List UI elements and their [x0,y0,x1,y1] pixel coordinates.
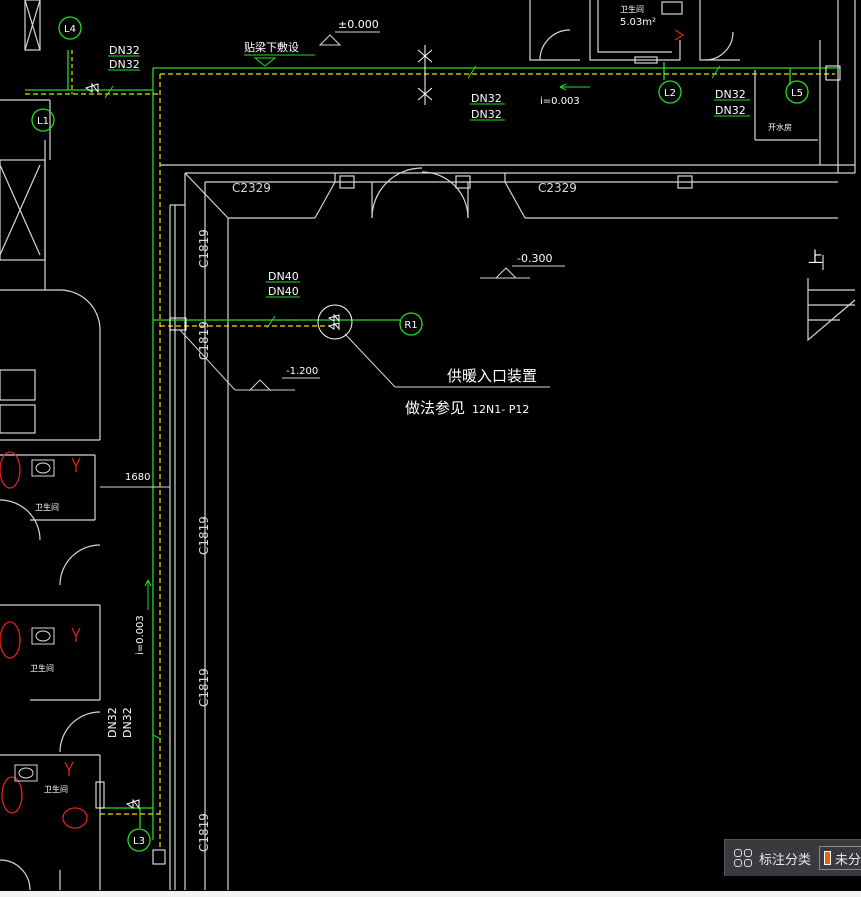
label-window-v1: C1819 [197,229,211,268]
label-dn32-top-a: DN32 [109,44,140,57]
label-dn32-top-b: DN32 [109,58,140,71]
riser-labels: L4 L1 L2 L5 L3 R1 [37,24,803,847]
riser-r1-label: R1 [404,320,417,331]
label-leaders [108,54,750,298]
label-dn32-left-a: DN32 [106,707,119,738]
drawing-labels: DN32 DN32 贴梁下敷设 ±0.000 DN32 DN32 i=0.003… [30,4,823,852]
label-slope-top: i=0.003 [540,96,580,107]
label-dn32-mid-b: DN32 [471,108,502,121]
label-toilet-1: 卫生间 [35,502,59,512]
pipe-valves [84,65,841,865]
label-dn32-left-b: DN32 [121,707,134,738]
riser-l3[interactable] [127,828,151,852]
label-toilet-2: 卫生间 [30,663,54,673]
annotation-category-label: 标注分类 [759,852,812,868]
label-window-b: C2329 [538,181,577,195]
label-window-v4: C1819 [197,668,211,707]
riser-l1-label: L1 [37,116,49,127]
riser-r1[interactable] [399,312,423,336]
label-window-v2: C1819 [197,321,211,360]
riser-l3-label: L3 [133,836,145,847]
riser-l5[interactable] [785,80,809,104]
elevation-markers [100,31,565,488]
category-color-swatch [824,851,831,865]
label-beam-note: 贴梁下敷设 [244,40,299,54]
grid-apps-icon[interactable] [734,849,752,867]
label-elev-top: ±0.000 [338,18,379,31]
annotation-category-toolbar: 标注分类 未分 [724,839,861,876]
sinks [14,459,55,782]
label-window-v5: C1819 [197,813,211,852]
label-room-right: 开水房 [768,122,792,132]
riser-l1[interactable] [31,108,55,132]
riser-l4[interactable] [58,16,82,40]
label-toilet-3: 卫生间 [44,784,68,794]
label-elev-mid: -0.300 [517,252,552,265]
label-reference-code: 12N1- P12 [472,403,529,416]
riser-l2[interactable] [658,80,682,104]
label-dn32-right-b: DN32 [715,104,746,117]
label-window-a: C2329 [232,181,271,195]
riser-markers [31,16,809,852]
heating-pipes [25,50,840,848]
riser-l2-label: L2 [664,88,676,99]
riser-l5-label: L5 [791,88,803,99]
label-toilet-top: 卫生间 [620,4,644,14]
riser-l4-label: L4 [64,24,76,35]
label-dn40-a: DN40 [268,270,299,283]
label-dn32-mid-a: DN32 [471,92,502,105]
sanitary-fixtures [0,29,685,829]
label-area-top: 5.03m² [620,17,656,28]
label-reference: 做法参见 [405,399,465,417]
category-value: 未分 [834,852,861,868]
label-dn40-b: DN40 [268,285,299,298]
bottom-edge-strip [0,891,861,897]
label-elev-low: -1.200 [286,366,318,377]
label-dn32-right-a: DN32 [715,88,746,101]
label-entry-device: 供暖入口装置 [447,367,537,385]
label-window-v3: C1819 [197,516,211,555]
category-select[interactable]: 未分 [819,846,861,870]
label-dim-1680: 1680 [125,472,150,483]
pipe-support-symbol [417,45,433,105]
label-stair: 上 [808,248,823,266]
label-slope-left: i=0.003 [135,615,146,655]
